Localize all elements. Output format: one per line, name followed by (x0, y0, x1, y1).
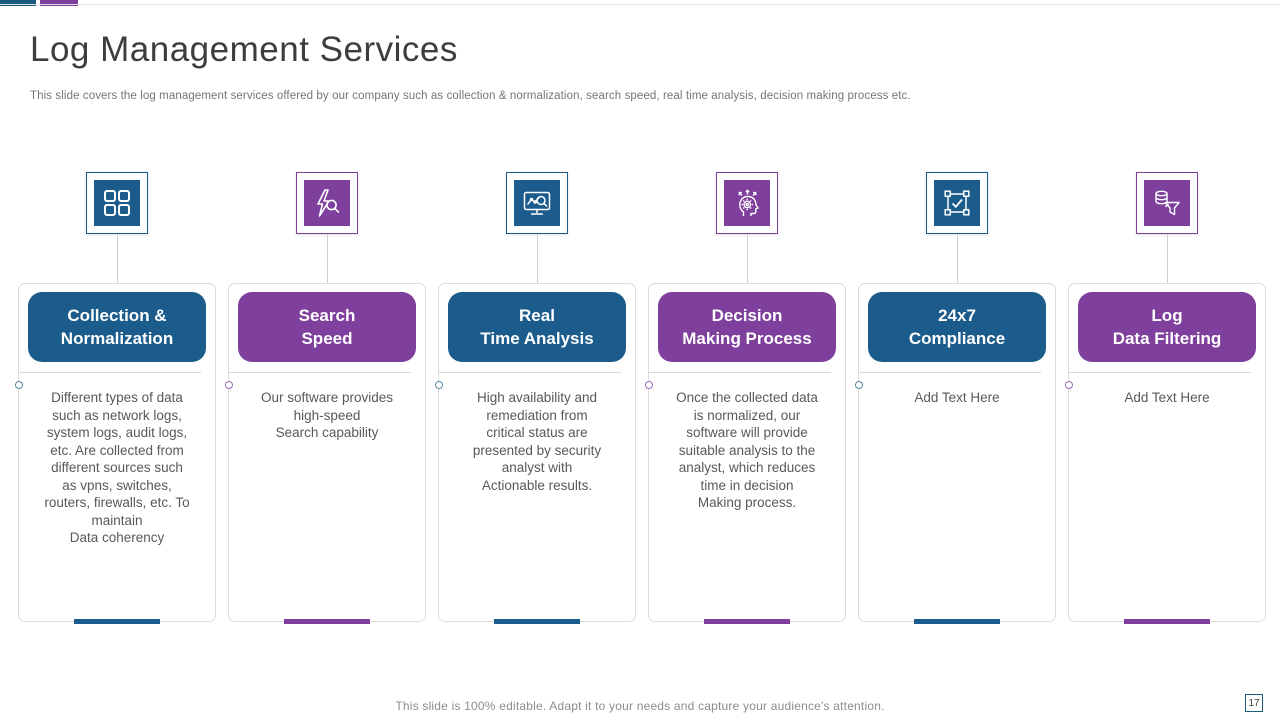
slide-subtitle: This slide covers the log management ser… (30, 90, 911, 102)
column-decision-making-process: Decision Making Process Once the collect… (644, 172, 846, 624)
icon-frame (926, 172, 988, 234)
card-body-text: Once the collected data is normalized, o… (676, 390, 818, 510)
card-body-text: Different types of data such as network … (44, 390, 190, 545)
card-body-placeholder[interactable]: Add Text Here (914, 390, 1000, 405)
card-title: Decision Making Process (658, 292, 836, 362)
service-card: 24x7 Compliance Add Text Here (854, 283, 1056, 624)
card-title: Search Speed (238, 292, 416, 362)
top-accent-bar-teal (0, 0, 36, 6)
top-accent-bar-purple (40, 0, 78, 6)
connector-line (116, 234, 118, 283)
grid-icon (94, 180, 140, 226)
column-search-speed: Search Speed Our software provides high-… (224, 172, 426, 624)
column-24x7-compliance: 24x7 Compliance Add Text Here (854, 172, 1056, 624)
node-handle (434, 381, 443, 389)
card-body-text: High availability and remediation from c… (472, 390, 602, 493)
divider (1069, 372, 1251, 373)
service-card: Search Speed Our software provides high-… (224, 283, 426, 624)
data-funnel-icon (1144, 180, 1190, 226)
top-hairline (0, 4, 1280, 5)
column-log-data-filtering: Log Data Filtering Add Text Here (1064, 172, 1266, 624)
divider (229, 372, 411, 373)
card-title: Log Data Filtering (1078, 292, 1256, 362)
node-handle (644, 381, 653, 389)
card-title: 24x7 Compliance (868, 292, 1046, 362)
service-card: Real Time Analysis High availability and… (434, 283, 636, 624)
service-card: Decision Making Process Once the collect… (644, 283, 846, 624)
connector-line (746, 234, 748, 283)
connector-line (326, 234, 328, 283)
checkbox-selection-icon (934, 180, 980, 226)
node-handle (224, 381, 233, 389)
service-card: Log Data Filtering Add Text Here (1064, 283, 1266, 624)
service-card: Collection & Normalization Different typ… (14, 283, 216, 624)
card-bottom-bar (704, 619, 790, 624)
service-columns: Collection & Normalization Different typ… (14, 172, 1266, 624)
node-handle (854, 381, 863, 389)
column-collection-normalization: Collection & Normalization Different typ… (14, 172, 216, 624)
lightning-search-icon (304, 180, 350, 226)
divider (439, 372, 621, 373)
icon-frame (716, 172, 778, 234)
column-real-time-analysis: Real Time Analysis High availability and… (434, 172, 636, 624)
node-handle (1064, 381, 1073, 389)
monitor-analytics-icon (514, 180, 560, 226)
connector-line (536, 234, 538, 283)
icon-frame (1136, 172, 1198, 234)
card-title: Collection & Normalization (28, 292, 206, 362)
page-title: Log Management Services (30, 30, 458, 69)
divider (859, 372, 1041, 373)
card-bottom-bar (494, 619, 580, 624)
node-handle (14, 381, 23, 389)
page-number: 17 (1245, 694, 1263, 712)
icon-frame (296, 172, 358, 234)
icon-frame (86, 172, 148, 234)
card-bottom-bar (284, 619, 370, 624)
head-gear-icon (724, 180, 770, 226)
card-body-text: Our software provides high-speed Search … (260, 390, 394, 440)
card-bottom-bar (1124, 619, 1210, 624)
divider (649, 372, 831, 373)
icon-frame (506, 172, 568, 234)
connector-line (956, 234, 958, 283)
card-title: Real Time Analysis (448, 292, 626, 362)
footer-note: This slide is 100% editable. Adapt it to… (395, 699, 885, 713)
divider (19, 372, 201, 373)
card-bottom-bar (914, 619, 1000, 624)
card-body-placeholder[interactable]: Add Text Here (1124, 390, 1210, 405)
connector-line (1166, 234, 1168, 283)
card-bottom-bar (74, 619, 160, 624)
